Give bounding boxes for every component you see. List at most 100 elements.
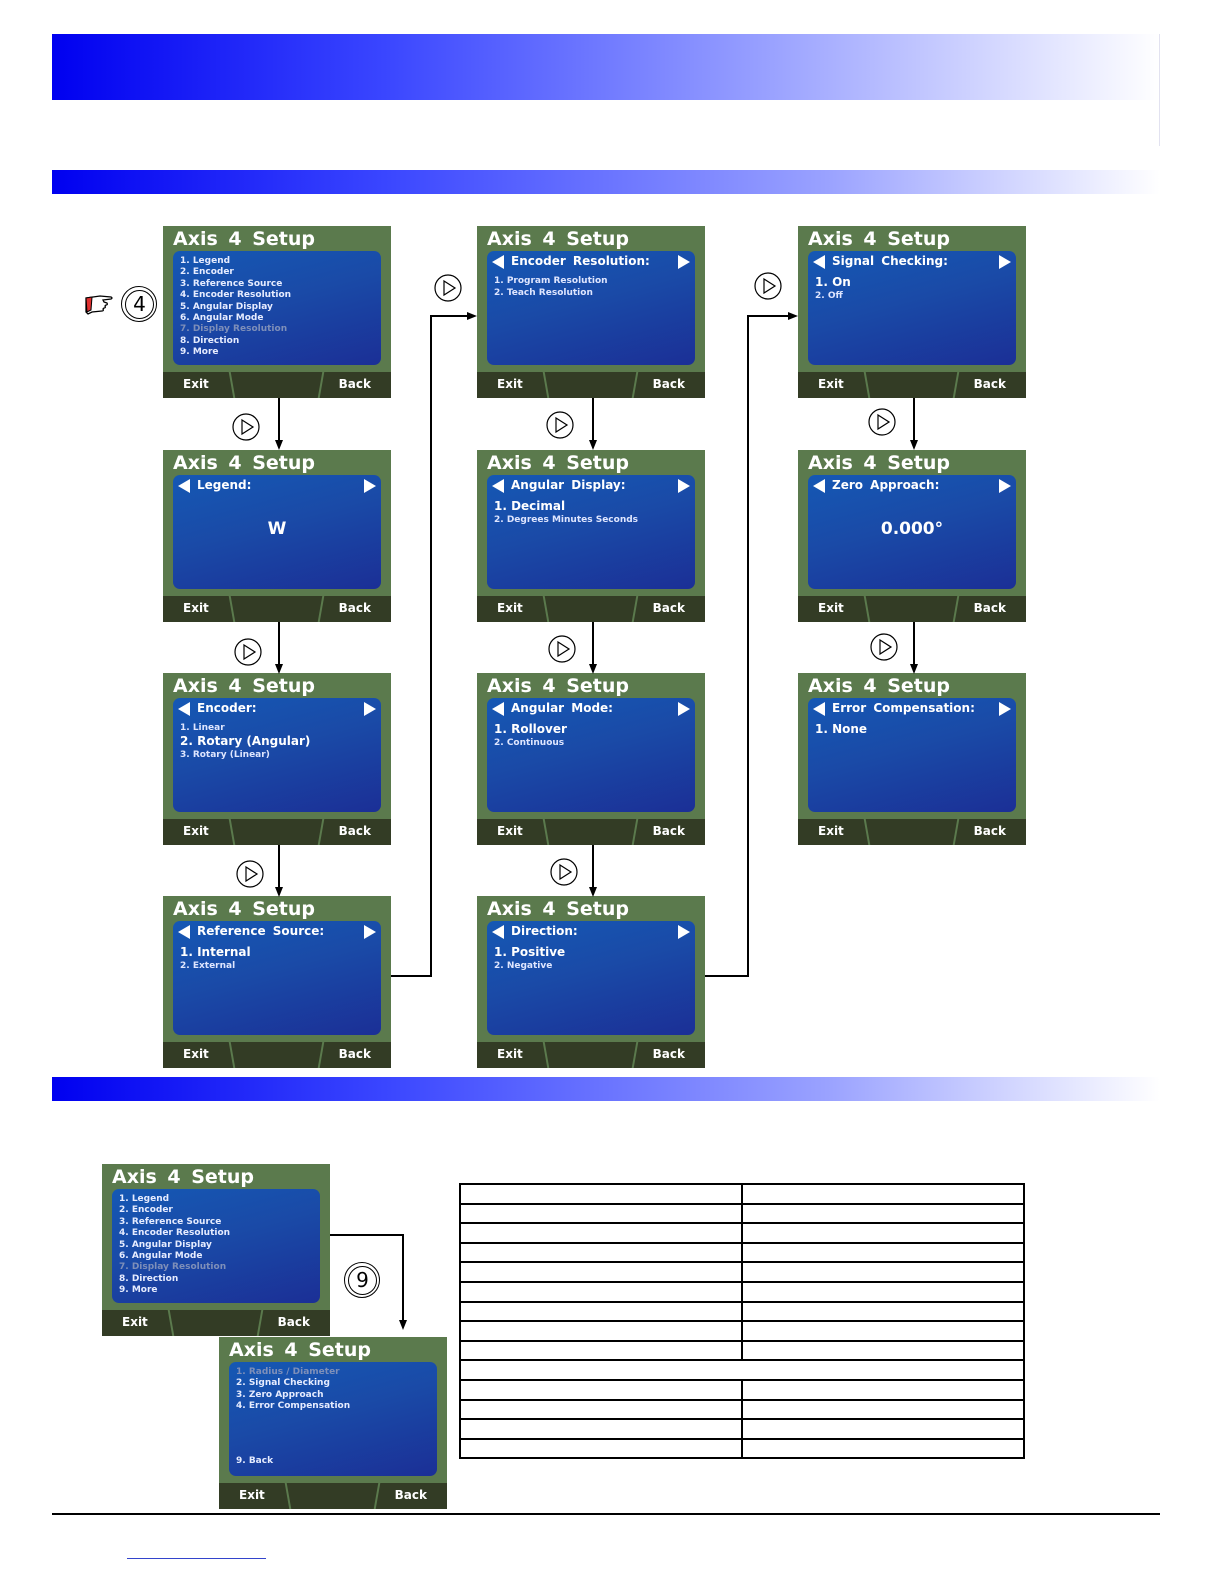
right-arrow-icon[interactable] — [364, 925, 376, 939]
menu-item-legend[interactable]: 1. Legend — [180, 256, 231, 266]
menu-item-back[interactable]: 9. Back — [236, 1456, 274, 1466]
option-decimal[interactable]: 1. Decimal — [494, 499, 566, 513]
right-arrow-icon[interactable] — [678, 925, 690, 939]
exit-softkey[interactable]: Exit — [818, 601, 844, 615]
option-continuous[interactable]: 2. Continuous — [494, 738, 565, 748]
settings-table — [459, 1183, 1025, 1460]
flow-connector — [330, 1234, 404, 1236]
menu-item-reference-source[interactable]: 3. Reference Source — [119, 1216, 222, 1227]
right-arrow-icon[interactable] — [678, 479, 690, 493]
option-off[interactable]: 2. Off — [815, 291, 843, 301]
menu-item-more[interactable]: 9. More — [180, 347, 219, 358]
exit-softkey[interactable]: Exit — [497, 601, 523, 615]
back-softkey[interactable]: Back — [338, 1047, 371, 1061]
exit-softkey[interactable]: Exit — [183, 824, 209, 838]
exit-softkey[interactable]: Exit — [183, 601, 209, 615]
menu-item-reference-source[interactable]: 3. Reference Source — [180, 278, 283, 289]
left-arrow-icon[interactable] — [178, 479, 190, 493]
arrow-head — [589, 664, 597, 674]
menu-item-error-compensation[interactable]: 4. Error Compensation — [236, 1401, 351, 1412]
right-arrow-icon[interactable] — [364, 479, 376, 493]
zero-approach-value: 0.000° — [880, 519, 944, 539]
right-arrow-icon[interactable] — [999, 702, 1011, 716]
option-rollover[interactable]: 1. Rollover — [494, 722, 567, 736]
back-softkey[interactable]: Back — [973, 824, 1006, 838]
menu-item-encoder-resolution[interactable]: 4. Encoder Resolution — [119, 1228, 231, 1239]
back-softkey[interactable]: Back — [338, 377, 371, 391]
menu-item-legend[interactable]: 1. Legend — [119, 1194, 170, 1204]
left-arrow-icon[interactable] — [492, 255, 504, 269]
screen-panel: 1. Legend 2. Encoder 3. Reference Source… — [173, 251, 381, 365]
left-arrow-icon[interactable] — [492, 925, 504, 939]
softkey-bar — [477, 596, 705, 622]
menu-item-zero-approach[interactable]: 3. Zero Approach — [236, 1389, 324, 1400]
back-softkey[interactable]: Back — [652, 377, 685, 391]
menu-item-angular-display[interactable]: 5. Angular Display — [119, 1239, 212, 1250]
option-negative[interactable]: 2. Negative — [494, 961, 553, 971]
menu-item-direction[interactable]: 8. Direction — [180, 335, 240, 346]
option-on[interactable]: 1. On — [815, 275, 851, 289]
right-arrow-icon[interactable] — [678, 702, 690, 716]
flow-connector — [391, 975, 432, 977]
menu-item-angular-display[interactable]: 5. Angular Display — [180, 301, 273, 312]
back-softkey[interactable]: Back — [338, 824, 371, 838]
option-program-resolution[interactable]: 1. Program Resolution — [494, 276, 608, 286]
back-softkey[interactable]: Back — [652, 824, 685, 838]
right-arrow-icon[interactable] — [364, 702, 376, 716]
left-arrow-icon[interactable] — [813, 255, 825, 269]
left-arrow-icon[interactable] — [178, 702, 190, 716]
softkey-bar — [477, 1042, 705, 1068]
back-softkey[interactable]: Back — [973, 377, 1006, 391]
option-dms[interactable]: 2. Degrees Minutes Seconds — [494, 515, 639, 525]
screen-panel: Direction: 1. Positive 2. Negative — [487, 921, 695, 1035]
exit-softkey[interactable]: Exit — [183, 1047, 209, 1061]
flow-connector — [913, 622, 915, 664]
menu-item-encoder[interactable]: 2. Encoder — [180, 267, 234, 278]
screen-header: Direction: — [487, 923, 695, 939]
arrow-head — [589, 440, 597, 450]
footer-link-underline[interactable] — [127, 1558, 266, 1559]
left-arrow-icon[interactable] — [813, 479, 825, 493]
option-external[interactable]: 2. External — [180, 961, 236, 971]
menu-item-encoder[interactable]: 2. Encoder — [119, 1205, 173, 1216]
exit-softkey[interactable]: Exit — [497, 824, 523, 838]
exit-softkey[interactable]: Exit — [239, 1488, 265, 1502]
menu-item-more[interactable]: 9. More — [119, 1285, 158, 1296]
screen-header-label: Zero Approach: — [832, 478, 940, 492]
flow-connector — [278, 622, 280, 664]
menu-item-angular-mode[interactable]: 6. Angular Mode — [119, 1251, 203, 1262]
exit-softkey[interactable]: Exit — [497, 1047, 523, 1061]
back-softkey[interactable]: Back — [973, 601, 1006, 615]
left-arrow-icon[interactable] — [178, 925, 190, 939]
right-arrow-icon[interactable] — [678, 255, 690, 269]
exit-softkey[interactable]: Exit — [122, 1315, 148, 1329]
back-softkey[interactable]: Back — [277, 1315, 310, 1329]
back-softkey[interactable]: Back — [652, 1047, 685, 1061]
exit-softkey[interactable]: Exit — [497, 377, 523, 391]
option-rotary-linear[interactable]: 3. Rotary (Linear) — [180, 750, 270, 760]
left-arrow-icon[interactable] — [492, 702, 504, 716]
back-softkey[interactable]: Back — [652, 601, 685, 615]
arrow-head — [275, 664, 283, 674]
option-linear[interactable]: 1. Linear — [180, 723, 225, 733]
right-arrow-icon[interactable] — [999, 255, 1011, 269]
option-none[interactable]: 1. None — [815, 722, 868, 736]
option-positive[interactable]: 1. Positive — [494, 945, 566, 959]
menu-item-signal-checking[interactable]: 2. Signal Checking — [236, 1378, 330, 1389]
right-arrow-icon[interactable] — [999, 479, 1011, 493]
back-softkey[interactable]: Back — [338, 601, 371, 615]
left-arrow-icon[interactable] — [492, 479, 504, 493]
menu-item-angular-mode[interactable]: 6. Angular Mode — [180, 313, 264, 324]
left-arrow-icon[interactable] — [813, 702, 825, 716]
section-banner-1 — [52, 170, 1160, 194]
exit-softkey[interactable]: Exit — [818, 824, 844, 838]
option-teach-resolution[interactable]: 2. Teach Resolution — [494, 288, 593, 298]
menu-item-direction[interactable]: 8. Direction — [119, 1273, 179, 1284]
option-internal[interactable]: 1. Internal — [180, 945, 251, 959]
option-rotary-angular[interactable]: 2. Rotary (Angular) — [180, 734, 311, 748]
exit-softkey[interactable]: Exit — [183, 377, 209, 391]
screen-header-label: Encoder: — [197, 701, 257, 715]
exit-softkey[interactable]: Exit — [818, 377, 844, 391]
back-softkey[interactable]: Back — [394, 1488, 427, 1502]
menu-item-encoder-resolution[interactable]: 4. Encoder Resolution — [180, 290, 292, 301]
